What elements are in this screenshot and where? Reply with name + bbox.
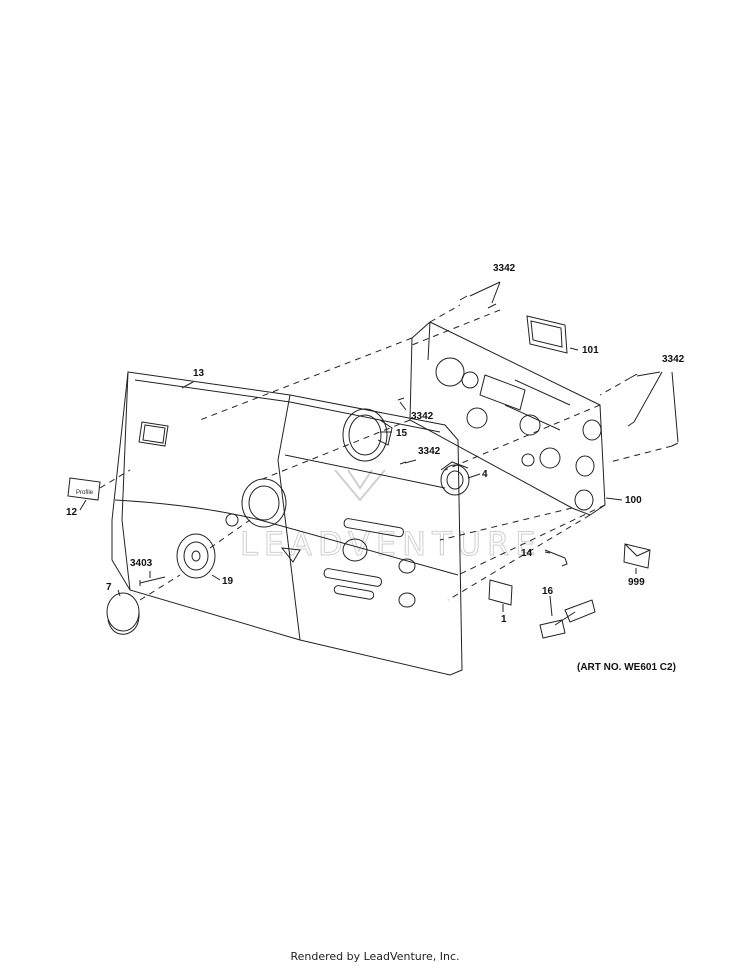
callout-4: 4 xyxy=(482,469,488,480)
callout-999: 999 xyxy=(628,577,645,588)
callout-3342-right: 3342 xyxy=(662,354,685,365)
callout-12: 12 xyxy=(66,507,78,518)
envelope-999 xyxy=(623,543,651,569)
dial-bezel xyxy=(176,533,216,579)
control-board xyxy=(409,321,606,516)
callout-13: 13 xyxy=(193,368,205,379)
explode-lines xyxy=(99,304,673,601)
svg-text:Profile: Profile xyxy=(76,490,94,496)
console-panel xyxy=(111,371,463,676)
callout-3342-mid: 3342 xyxy=(411,411,434,422)
callout-100: 100 xyxy=(625,495,642,506)
svg-text:LEADVENTURE: LEADVENTURE xyxy=(240,525,541,563)
encoder-part xyxy=(440,461,470,496)
callout-3342-lower: 3342 xyxy=(418,446,441,457)
art-number: (ART NO. WE601 C2) xyxy=(577,662,676,673)
envelope-1 xyxy=(488,579,513,606)
screw xyxy=(397,397,407,465)
callout-16: 16 xyxy=(542,586,554,597)
screw-3403 xyxy=(139,576,166,586)
leader-lines xyxy=(79,281,679,617)
harness-14 xyxy=(544,549,568,567)
harness-16 xyxy=(539,599,596,639)
display-module xyxy=(526,315,568,354)
screw xyxy=(627,373,679,447)
knob-ring xyxy=(342,408,393,462)
callout-1: 1 xyxy=(501,614,507,625)
footer-credit: Rendered by LeadVenture, Inc. xyxy=(290,950,460,963)
callout-14: 14 xyxy=(521,548,533,559)
badge: Profile xyxy=(67,477,101,501)
callout-19: 19 xyxy=(222,576,234,587)
screw xyxy=(459,295,497,309)
callout-7: 7 xyxy=(106,582,112,593)
callouts: 3342 101 3342 13 3342 15 3342 4 100 12 1… xyxy=(66,263,685,673)
callout-15: 15 xyxy=(396,428,408,439)
callout-3403: 3403 xyxy=(130,558,153,569)
knob xyxy=(106,592,140,635)
callout-101: 101 xyxy=(582,345,599,356)
callout-3342-top: 3342 xyxy=(493,263,516,274)
